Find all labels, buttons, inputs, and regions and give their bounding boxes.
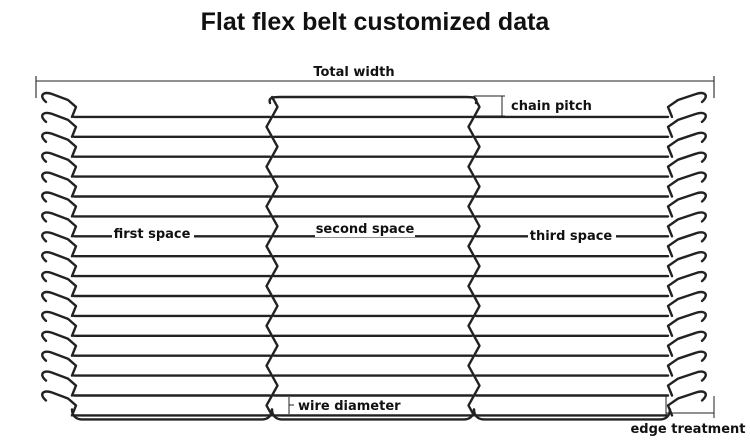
separator-link (472, 294, 481, 318)
diagram-title: Flat flex belt customized data (201, 8, 551, 36)
wire-diameter-callout (288, 397, 294, 414)
separator-link (467, 354, 476, 377)
belt-bottom-wire (472, 408, 672, 421)
separator-link (472, 374, 481, 397)
first-space-label-bg (112, 224, 194, 242)
separator-link (467, 394, 476, 417)
edge-treatment-dimension (665, 396, 715, 418)
left-edge-loop (41, 290, 78, 318)
left-edge-loop (41, 310, 78, 337)
belt-bottom-wire (270, 408, 476, 421)
left-edge-loop (41, 191, 78, 218)
right-edge-loop (666, 111, 707, 138)
separator-link (467, 155, 476, 178)
second-space-label: second space (316, 222, 415, 237)
separator-link (467, 115, 476, 138)
separator-link (265, 155, 274, 178)
left-edge-loop (41, 350, 78, 377)
separator-link (467, 235, 476, 258)
separator-link (265, 274, 274, 298)
left-edge-loop (41, 330, 78, 357)
right-edge-loop (666, 370, 707, 397)
wire-diameter-label: wire diameter (298, 399, 401, 414)
separator-link (265, 115, 274, 138)
right-edge-loop (666, 390, 707, 417)
separator-link (270, 95, 279, 119)
left-edge-loop (41, 251, 78, 278)
right-edge-loop (666, 91, 707, 119)
belt-bottom-wire (70, 408, 274, 421)
separator-link (270, 215, 279, 238)
separator-link (467, 314, 476, 337)
first-space-label: first space (114, 227, 191, 242)
right-edge-loop (666, 211, 707, 238)
right-edge-loop (666, 171, 707, 198)
left-edge-loop (41, 131, 78, 158)
separator-link (472, 135, 481, 158)
left-edge-loop (41, 231, 78, 258)
separator-link (472, 175, 481, 198)
left-edge-loop (41, 270, 78, 298)
left-edge-loop (41, 390, 78, 417)
separator-link (467, 274, 476, 298)
separator-link (270, 294, 279, 318)
right-edge-loop (666, 350, 707, 377)
right-edge-loop (666, 251, 707, 278)
total-width-label: Total width (313, 65, 394, 80)
third-space-label: third space (530, 229, 613, 244)
left-edge-loop (41, 211, 78, 238)
third-space-label-bg (528, 226, 616, 244)
right-edge-loop (666, 330, 707, 357)
right-edge-loop (666, 310, 707, 337)
right-edge-loop (666, 131, 707, 158)
left-edge-loop (41, 111, 78, 138)
separator-link (265, 314, 274, 337)
separator-link (265, 394, 274, 417)
left-edge-loop (41, 171, 78, 198)
separator-link (265, 354, 274, 377)
separator-link (472, 215, 481, 238)
total-width-dimension (35, 76, 715, 98)
left-edge-loop (41, 370, 78, 397)
belt-top-wire (268, 95, 478, 105)
separator-link (270, 135, 279, 158)
separator-link (472, 255, 481, 278)
left-edge-loop (41, 151, 78, 178)
separator-link (265, 195, 274, 218)
right-edge-loop (666, 151, 707, 178)
separator-link (265, 235, 274, 258)
chain-pitch-label: chain pitch (511, 99, 592, 114)
edge-treatment-label: edge treatment (630, 422, 745, 437)
second-space-label-bg (315, 219, 415, 237)
right-edge-loop (666, 231, 707, 258)
belt-mesh (41, 91, 707, 421)
separator-link (270, 374, 279, 397)
separator-link (270, 334, 279, 357)
separator-link (472, 334, 481, 357)
separator-link (270, 175, 279, 198)
separator-link (467, 195, 476, 218)
right-edge-loop (666, 290, 707, 318)
right-edge-loop (666, 270, 707, 298)
right-edge-loop (666, 191, 707, 218)
left-edge-loop (41, 91, 78, 119)
separator-link (270, 255, 279, 278)
